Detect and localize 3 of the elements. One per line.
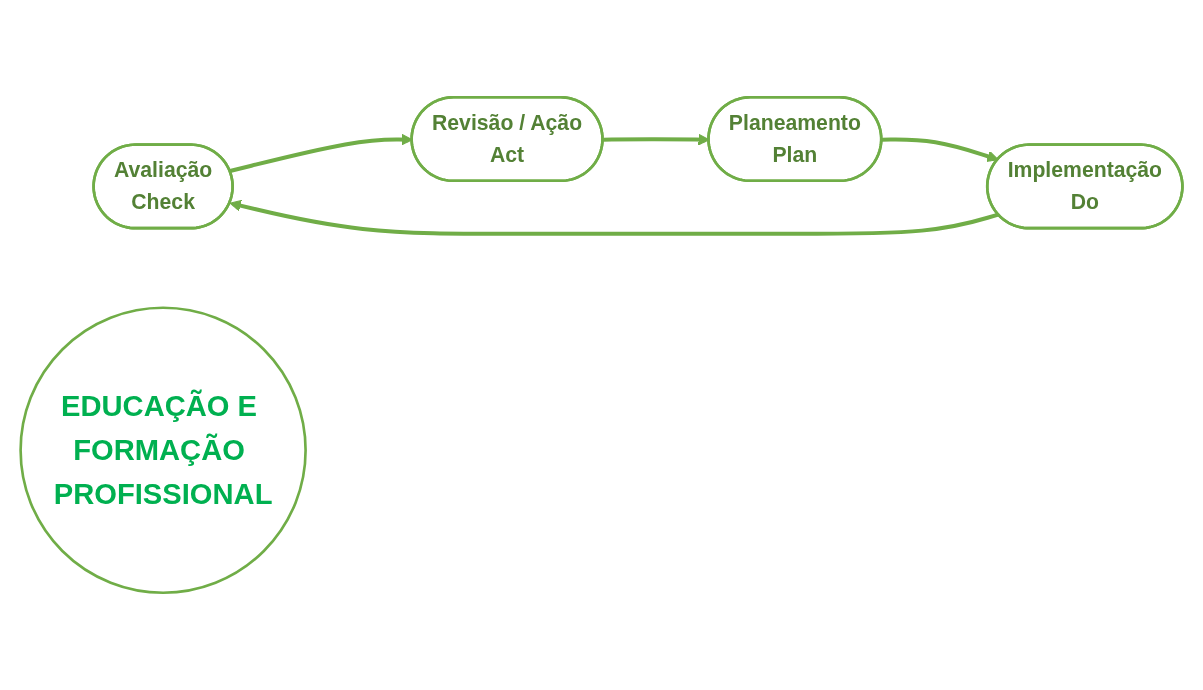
node-circle: EDUCAÇÃO E FORMAÇÃO PROFISSIONAL (19, 306, 307, 595)
arrow (229, 199, 999, 236)
arrow (881, 137, 999, 162)
